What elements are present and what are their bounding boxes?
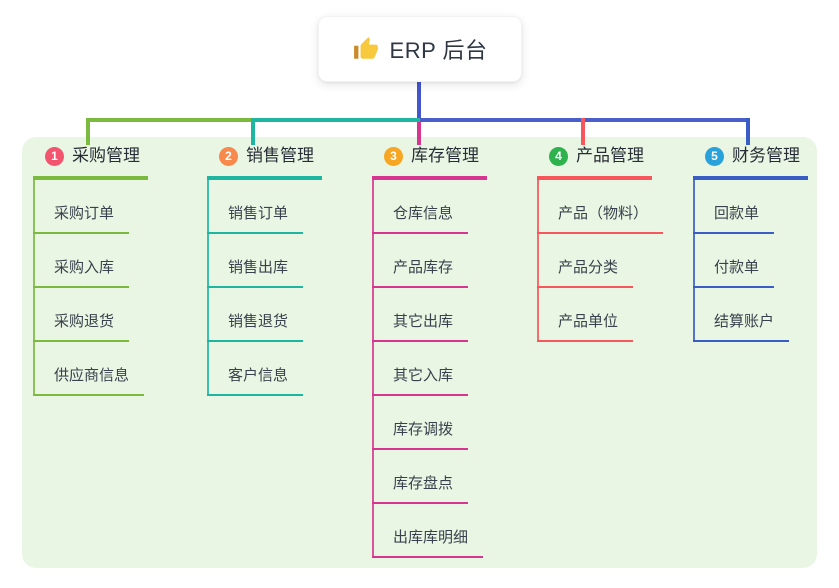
child-node[interactable]: 采购订单 xyxy=(33,206,130,234)
branch-label: 库存管理 xyxy=(411,146,479,165)
root-node-label: ERP 后台 xyxy=(389,38,488,63)
child-node[interactable]: 付款单 xyxy=(693,260,775,288)
branch-header-inventory[interactable]: 3 库存管理 xyxy=(372,141,487,180)
child-node[interactable]: 销售出库 xyxy=(207,260,304,288)
branch-badge: 4 xyxy=(549,146,568,166)
branch-children: 回款单 付款单 结算账户 xyxy=(693,180,808,342)
branch-badge: 1 xyxy=(45,146,64,166)
branch-header-finance[interactable]: 5 财务管理 xyxy=(693,141,808,180)
branch-header-sales[interactable]: 2 销售管理 xyxy=(207,141,322,180)
branch-children: 产品（物料） 产品分类 产品单位 xyxy=(537,180,664,342)
root-node[interactable]: ERP 后台 xyxy=(318,16,522,82)
connector-drop-inventory xyxy=(417,122,421,145)
child-node[interactable]: 出库库明细 xyxy=(372,530,484,558)
child-node[interactable]: 产品库存 xyxy=(372,260,469,288)
branch-badge: 5 xyxy=(705,146,724,166)
branch-label: 产品管理 xyxy=(576,146,644,165)
child-node[interactable]: 产品（物料） xyxy=(537,206,664,234)
mindmap-board xyxy=(22,137,817,568)
child-node[interactable]: 采购退货 xyxy=(33,314,130,342)
child-node[interactable]: 产品单位 xyxy=(537,314,634,342)
connector-root-stem xyxy=(417,80,421,122)
branch-inventory: 3 库存管理 仓库信息 产品库存 其它出库 其它入库 库存调拨 库存盘点 出库库… xyxy=(372,141,487,558)
child-node[interactable]: 仓库信息 xyxy=(372,206,469,234)
child-node[interactable]: 采购入库 xyxy=(33,260,130,288)
connector-drop-product xyxy=(581,118,585,145)
child-node[interactable]: 销售退货 xyxy=(207,314,304,342)
branch-children: 采购订单 采购入库 采购退货 供应商信息 xyxy=(33,180,148,396)
branch-sales: 2 销售管理 销售订单 销售出库 销售退货 客户信息 xyxy=(207,141,322,396)
branch-label: 销售管理 xyxy=(246,146,314,165)
connector-horizontal-mid xyxy=(253,118,420,122)
child-node[interactable]: 回款单 xyxy=(693,206,775,234)
child-node[interactable]: 结算账户 xyxy=(693,314,790,342)
thumbs-up-icon xyxy=(353,37,378,59)
branch-badge: 2 xyxy=(219,146,238,166)
branch-badge: 3 xyxy=(384,146,403,166)
child-node[interactable]: 供应商信息 xyxy=(33,368,145,396)
branch-children: 销售订单 销售出库 销售退货 客户信息 xyxy=(207,180,322,396)
child-node[interactable]: 库存调拨 xyxy=(372,422,469,450)
connector-horizontal-left xyxy=(86,118,255,122)
connector-drop-purchase xyxy=(86,118,90,145)
branch-header-purchase[interactable]: 1 采购管理 xyxy=(33,141,148,180)
child-node[interactable]: 其它入库 xyxy=(372,368,469,396)
branch-finance: 5 财务管理 回款单 付款单 结算账户 xyxy=(693,141,808,342)
connector-horizontal-right xyxy=(420,118,750,122)
child-node[interactable]: 销售订单 xyxy=(207,206,304,234)
child-node[interactable]: 客户信息 xyxy=(207,368,304,396)
connector-drop-sales xyxy=(251,118,255,145)
branch-children: 仓库信息 产品库存 其它出库 其它入库 库存调拨 库存盘点 出库库明细 xyxy=(372,180,487,558)
connector-drop-finance xyxy=(746,118,750,145)
child-node[interactable]: 库存盘点 xyxy=(372,476,469,504)
branch-purchase: 1 采购管理 采购订单 采购入库 采购退货 供应商信息 xyxy=(33,141,148,396)
child-node[interactable]: 其它出库 xyxy=(372,314,469,342)
branch-label: 财务管理 xyxy=(732,146,800,165)
branch-product: 4 产品管理 产品（物料） 产品分类 产品单位 xyxy=(537,141,664,342)
branch-label: 采购管理 xyxy=(72,146,140,165)
child-node[interactable]: 产品分类 xyxy=(537,260,634,288)
branch-header-product[interactable]: 4 产品管理 xyxy=(537,141,652,180)
